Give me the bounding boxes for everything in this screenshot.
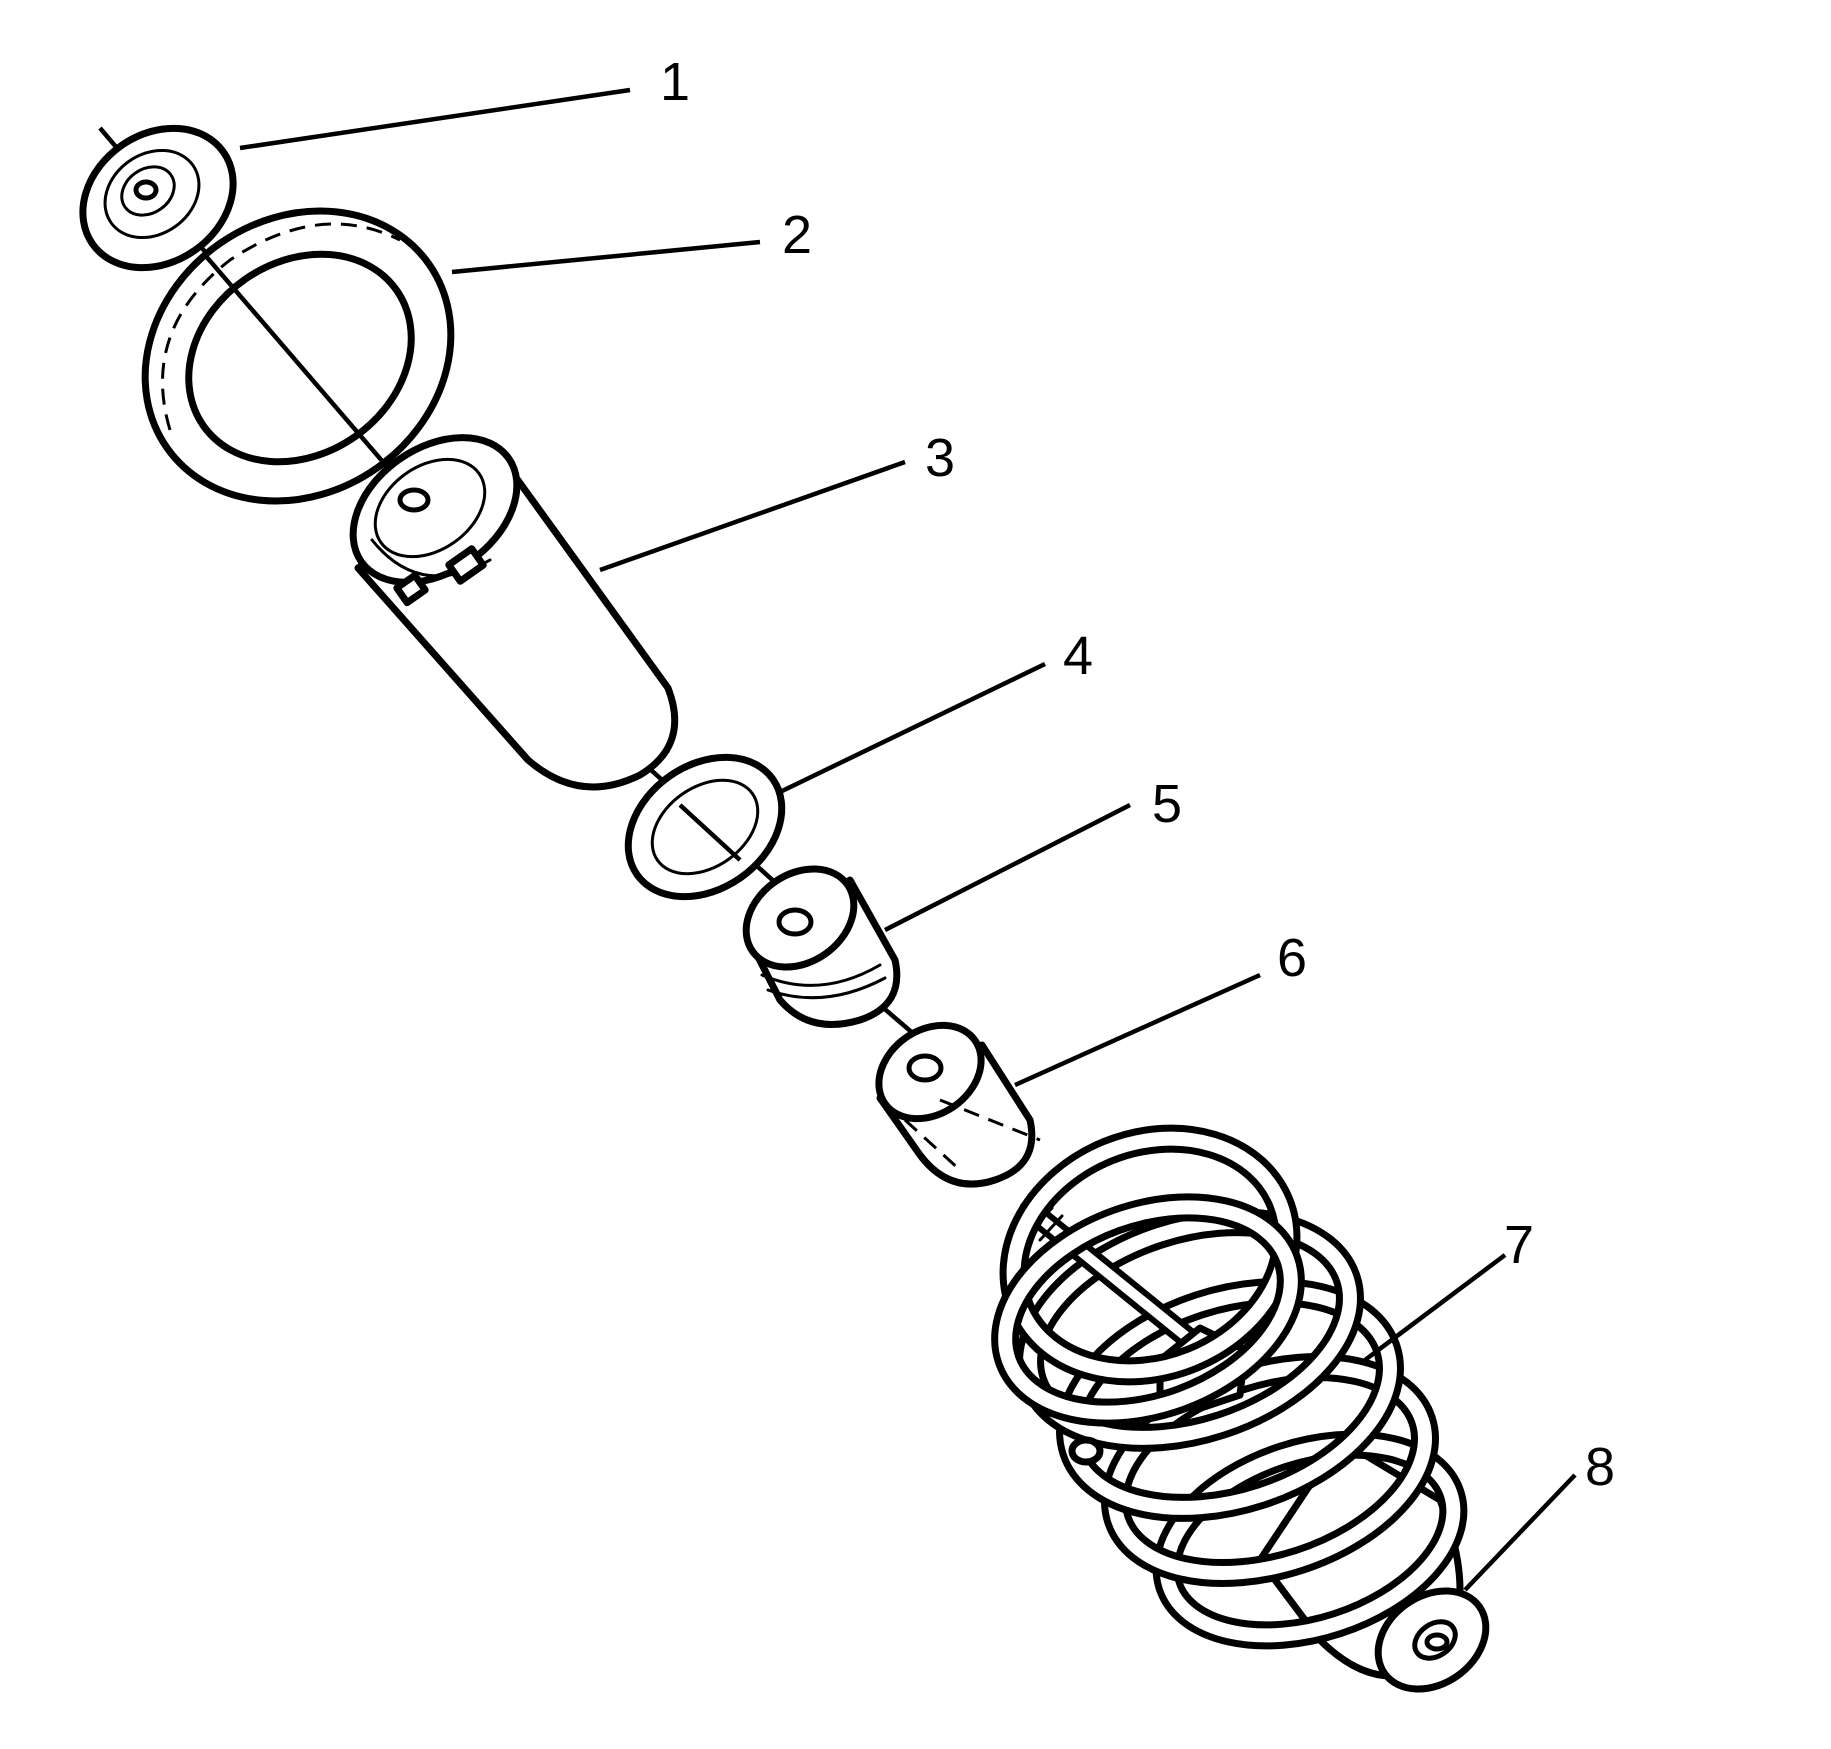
leader-6 (1014, 972, 1261, 1088)
leader-lines (239, 87, 1577, 1592)
part-5-jounce-bumper (742, 865, 901, 1028)
part-7-coil-spring (991, 1124, 1490, 1693)
leader-5 (883, 802, 1132, 933)
callout-3: 3 (925, 428, 955, 488)
leader-7 (1363, 1253, 1507, 1362)
callout-4: 4 (1063, 626, 1093, 686)
leader-8 (1463, 1473, 1577, 1592)
part-2-insulator-ring (141, 207, 455, 507)
callout-2: 2 (782, 205, 812, 265)
part-1-mount-plate (79, 124, 237, 272)
part-3-dust-shield (349, 434, 679, 791)
leader-1 (239, 87, 631, 151)
leader-2 (451, 239, 761, 275)
part-6-spacer (875, 1021, 1041, 1188)
callout-numbers: 1 2 3 4 5 6 7 8 (660, 52, 1615, 1497)
callout-8: 8 (1585, 1437, 1615, 1497)
callout-6: 6 (1277, 928, 1307, 988)
callout-5: 5 (1152, 774, 1182, 834)
callout-1: 1 (660, 52, 690, 112)
part-4-washer (624, 753, 786, 901)
leader-4 (779, 661, 1046, 795)
callout-7: 7 (1504, 1215, 1534, 1275)
leader-3 (599, 459, 906, 573)
